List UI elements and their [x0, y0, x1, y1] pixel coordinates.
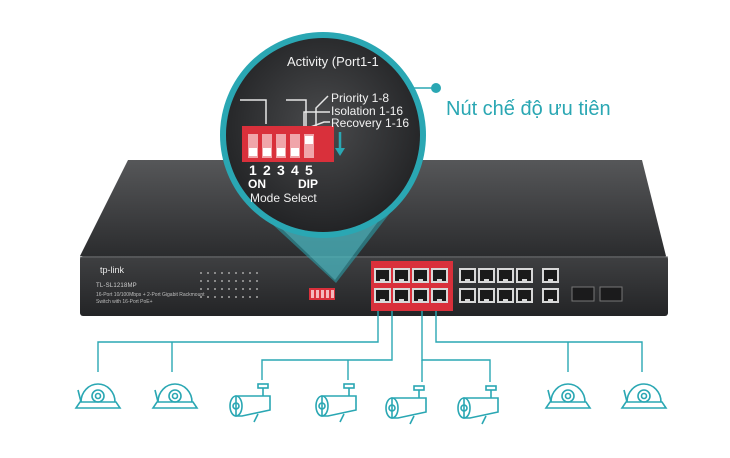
- led: [249, 272, 251, 274]
- rj45-port: [497, 288, 514, 303]
- rj45-port: [497, 268, 514, 283]
- priority-mode-callout-label: Nút chế độ ưu tiên: [446, 98, 611, 120]
- led: [242, 280, 244, 282]
- led: [221, 288, 223, 290]
- bullet-camera-icon: [229, 383, 271, 423]
- led: [228, 288, 230, 290]
- option-isolation: Isolation 1-16: [331, 104, 404, 118]
- dome-camera-icon: [74, 383, 122, 409]
- dome-camera-icon: [620, 383, 668, 409]
- rj45-port: [374, 288, 391, 303]
- led: [256, 288, 258, 290]
- led: [214, 288, 216, 290]
- dome-camera-icon: [544, 383, 592, 409]
- led: [200, 272, 202, 274]
- led: [235, 272, 237, 274]
- rj45-port: [542, 268, 559, 283]
- port-led-grid: [200, 272, 258, 298]
- led: [221, 272, 223, 274]
- led: [228, 296, 230, 298]
- rj45-port: [412, 268, 429, 283]
- led: [249, 296, 251, 298]
- led: [207, 280, 209, 282]
- dip-on-label: ON: [248, 177, 266, 191]
- rj45-port: [431, 268, 448, 283]
- rj45-port: [431, 288, 448, 303]
- dip-number-3: 3: [277, 162, 285, 178]
- rj45-port: [459, 268, 476, 283]
- led: [200, 296, 202, 298]
- bullet-camera-icon: [457, 385, 499, 425]
- dip-label: DIP: [298, 177, 319, 191]
- led: [214, 296, 216, 298]
- brand-logo: tp-link: [100, 265, 125, 275]
- switch-description: 16-Port 10/100Mbps + 2-Port Gigabit Rack…: [96, 292, 205, 305]
- led: [200, 280, 202, 282]
- arrow-down-icon: [335, 148, 345, 156]
- led: [235, 280, 237, 282]
- rj45-port: [542, 288, 559, 303]
- sfp-port-1: [571, 286, 595, 302]
- led: [214, 272, 216, 274]
- led: [200, 288, 202, 290]
- rj45-port: [393, 288, 410, 303]
- led: [214, 280, 216, 282]
- dip-number-1: 1: [249, 162, 257, 178]
- led: [207, 288, 209, 290]
- led: [228, 280, 230, 282]
- rj45-port: [478, 288, 495, 303]
- rj45-port: [393, 268, 410, 283]
- led: [249, 280, 251, 282]
- sfp-port-2: [599, 286, 623, 302]
- mode-select-label: Mode Select: [250, 191, 317, 205]
- dip-number-4: 4: [291, 162, 299, 178]
- led: [242, 272, 244, 274]
- led: [207, 296, 209, 298]
- dip-number-5: 5: [305, 162, 313, 178]
- activity-label: Activity (Port1-1: [287, 54, 379, 69]
- option-priority: Priority 1-8: [331, 91, 390, 105]
- led: [242, 296, 244, 298]
- led: [235, 296, 237, 298]
- led: [256, 296, 258, 298]
- switch-model: TL-SL1218MP: [96, 283, 137, 289]
- rj45-ports: [374, 268, 559, 303]
- led: [242, 288, 244, 290]
- led: [207, 272, 209, 274]
- dome-camera-icon: [151, 383, 199, 409]
- rj45-port: [374, 268, 391, 283]
- led: [228, 272, 230, 274]
- rj45-port: [412, 288, 429, 303]
- led: [256, 272, 258, 274]
- rj45-port: [459, 288, 476, 303]
- led: [235, 288, 237, 290]
- dip-number-2: 2: [263, 162, 271, 178]
- option-recovery: Recovery 1-16: [331, 116, 410, 130]
- led: [256, 280, 258, 282]
- led: [249, 288, 251, 290]
- rj45-port: [516, 268, 533, 283]
- bullet-camera-icon: [385, 385, 427, 425]
- rj45-port: [516, 288, 533, 303]
- rj45-port: [478, 268, 495, 283]
- bullet-camera-icon: [315, 383, 357, 423]
- led: [221, 296, 223, 298]
- led: [221, 280, 223, 282]
